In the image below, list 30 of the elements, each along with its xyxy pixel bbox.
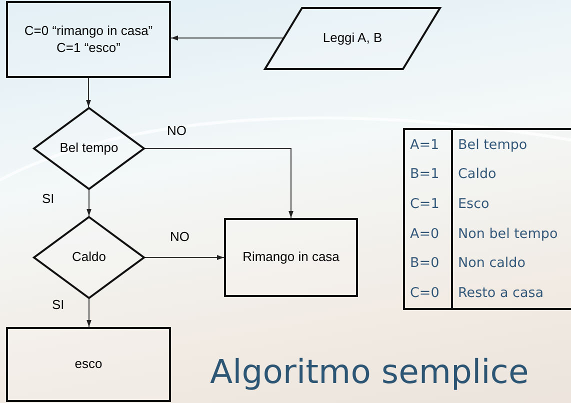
node-text: C=0 “rimango in casa” (24, 23, 153, 40)
title: Algoritmo semplice (210, 352, 529, 391)
table-cell: A=1 (410, 136, 440, 153)
node-text: Caldo (72, 249, 106, 266)
arrow (144, 255, 224, 260)
table-cell: Caldo (458, 166, 496, 182)
node-text: Leggi A, B (322, 30, 382, 47)
table-cell: Resto a casa (458, 285, 544, 302)
table-cell: A=0 (410, 226, 440, 242)
node-text: C=1 “esco” (56, 40, 120, 56)
node-text: Rimango in casa (242, 249, 340, 266)
arrow (86, 190, 92, 216)
arrow (86, 78, 91, 108)
node-text: esco (74, 356, 102, 373)
table-cell: B=1 (410, 166, 440, 182)
node-text: Bel tempo (60, 140, 118, 157)
table-cell: Non bel tempo (458, 226, 558, 242)
edge-label: NO (167, 123, 186, 138)
edge-label: SI (42, 191, 54, 206)
arrow (86, 298, 92, 328)
edge-label: SI (52, 297, 64, 312)
arrow (170, 36, 284, 40)
table-cell: Bel tempo (458, 136, 528, 153)
edge-label: NO (170, 229, 190, 244)
table-cell: Esco (458, 196, 490, 212)
arrow (144, 148, 294, 218)
table-cell: Non caldo (458, 255, 526, 272)
table-cell: C=0 (410, 285, 440, 302)
table-cell: B=0 (410, 255, 440, 272)
table-cell: C=1 (410, 196, 440, 212)
